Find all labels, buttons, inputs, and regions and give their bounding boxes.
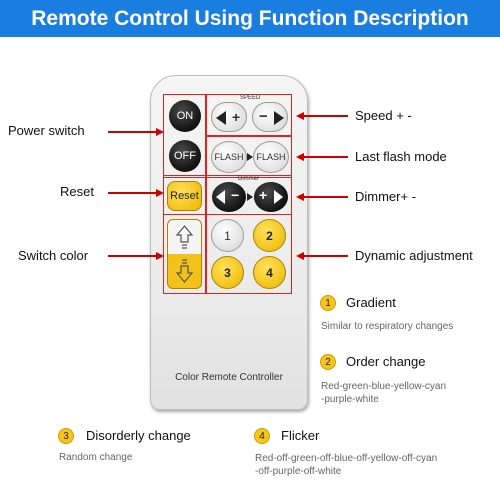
left-triangle-icon bbox=[216, 111, 226, 125]
callout-flash: Last flash mode bbox=[355, 149, 447, 164]
badge-2: 2 bbox=[320, 354, 336, 370]
right-triangle-icon bbox=[274, 111, 284, 125]
arrowhead-icon bbox=[296, 112, 304, 120]
minus-sign: − bbox=[259, 108, 268, 125]
dimmer-minus-button[interactable]: − bbox=[212, 182, 246, 212]
legend-2-desc-line1: Red-green-blue-yellow-cyan bbox=[321, 381, 447, 392]
arrow-dimmer bbox=[302, 196, 348, 198]
flash-box bbox=[206, 136, 292, 178]
legend-1-title: Gradient bbox=[346, 295, 396, 310]
legend-3-desc: Random change bbox=[59, 452, 133, 463]
arrow-power bbox=[108, 131, 158, 133]
arrow-speed bbox=[302, 115, 348, 117]
dimmer-plus-button[interactable]: + bbox=[254, 182, 288, 212]
remote-model-label: Color Remote Controller bbox=[175, 372, 283, 383]
arrowhead-icon bbox=[156, 128, 164, 136]
arrowhead-icon bbox=[156, 189, 164, 197]
speed-minus-button[interactable]: + bbox=[211, 102, 247, 132]
callout-power: Power switch bbox=[8, 123, 85, 138]
switch-color-button[interactable] bbox=[167, 219, 202, 289]
mode-3-button[interactable]: 3 bbox=[211, 256, 244, 289]
speed-box bbox=[206, 94, 292, 136]
callout-dimmer: Dimmer+ - bbox=[355, 189, 417, 204]
reset-button[interactable]: Reset bbox=[167, 181, 202, 211]
arrow-dynamic bbox=[302, 255, 348, 257]
page-title: Remote Control Using Function Descriptio… bbox=[0, 0, 500, 37]
flash-left-button[interactable]: FLASH bbox=[211, 141, 247, 173]
legend-4-desc-line1: Red-off-green-off-blue-off-yellow-off-cy… bbox=[255, 453, 438, 464]
legend-4-desc-line2: -off-purple-off-white bbox=[255, 466, 342, 477]
off-button[interactable]: OFF bbox=[169, 140, 201, 172]
callout-switch-color: Switch color bbox=[18, 248, 89, 263]
right-triangle-icon bbox=[274, 190, 283, 204]
callout-speed: Speed + - bbox=[355, 108, 412, 123]
mode-1-button[interactable]: 1 bbox=[211, 219, 244, 252]
dimmer-plus-sign: + bbox=[259, 187, 268, 203]
flash-right-button[interactable]: FLASH bbox=[253, 141, 289, 173]
plus-sign: + bbox=[232, 109, 241, 125]
dimmer-arrow-icon bbox=[247, 193, 253, 201]
legend-1-desc: Similar to respiratory changes bbox=[321, 321, 454, 332]
speed-plus-button[interactable]: − bbox=[252, 102, 288, 132]
arrowhead-icon bbox=[156, 252, 164, 260]
arrow-flash bbox=[302, 156, 348, 158]
arrowhead-icon bbox=[296, 193, 304, 201]
legend-2-desc-line2: -purple-white bbox=[321, 394, 379, 405]
mode-4-button[interactable]: 4 bbox=[253, 256, 286, 289]
dimmer-minus-sign: − bbox=[231, 187, 240, 203]
legend-2-title: Order change bbox=[346, 354, 426, 369]
mode-2-button[interactable]: 2 bbox=[253, 219, 286, 252]
up-down-arrows-icon bbox=[175, 225, 194, 283]
arrow-reset bbox=[108, 192, 158, 194]
dynamic-box bbox=[206, 214, 292, 294]
arrowhead-icon bbox=[296, 153, 304, 161]
callout-reset: Reset bbox=[60, 184, 94, 199]
arrowhead-icon bbox=[296, 252, 304, 260]
flash-arrow-icon bbox=[247, 153, 253, 161]
badge-1: 1 bbox=[320, 295, 336, 311]
callout-dynamic: Dynamic adjustment bbox=[355, 248, 473, 263]
left-triangle-icon bbox=[216, 190, 225, 204]
on-button[interactable]: ON bbox=[169, 100, 201, 132]
badge-4: 4 bbox=[254, 428, 270, 444]
dimmer-caption: Dimmer bbox=[238, 176, 259, 182]
speed-caption: SPEED bbox=[240, 95, 261, 101]
power-box bbox=[163, 94, 206, 178]
legend-4-title: Flicker bbox=[281, 428, 320, 443]
badge-3: 3 bbox=[58, 428, 74, 444]
arrow-switch-color bbox=[108, 255, 158, 257]
legend-3-title: Disorderly change bbox=[86, 428, 191, 443]
